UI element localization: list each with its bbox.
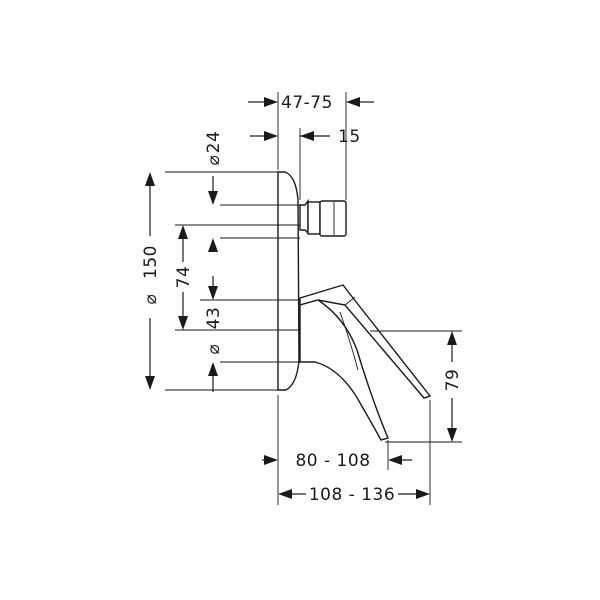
wall-plate [277, 171, 300, 391]
label-79: 79 [443, 369, 463, 392]
dimension-labels: 47-75 15 24 ⌀ 150 ⌀ 74 43 ⌀ 79 80 - 108 … [141, 93, 463, 505]
label-108-136: 108 - 136 [309, 485, 395, 505]
label-150: 150 [141, 245, 161, 279]
extension-lines [165, 92, 462, 505]
dia-symbol-24: ⌀ [204, 155, 224, 166]
label-15: 15 [338, 127, 361, 147]
dia-symbol-43: ⌀ [204, 344, 224, 355]
label-43: 43 [204, 307, 224, 330]
label-74: 74 [174, 266, 194, 289]
dimension-lines [145, 97, 457, 499]
label-80-108: 80 - 108 [295, 451, 370, 471]
diverter-knob [299, 198, 347, 237]
spout [299, 299, 389, 441]
label-47-75: 47-75 [281, 93, 333, 113]
dia-symbol-150: ⌀ [141, 294, 161, 305]
label-24: 24 [204, 131, 224, 154]
mixer-body [277, 171, 432, 441]
